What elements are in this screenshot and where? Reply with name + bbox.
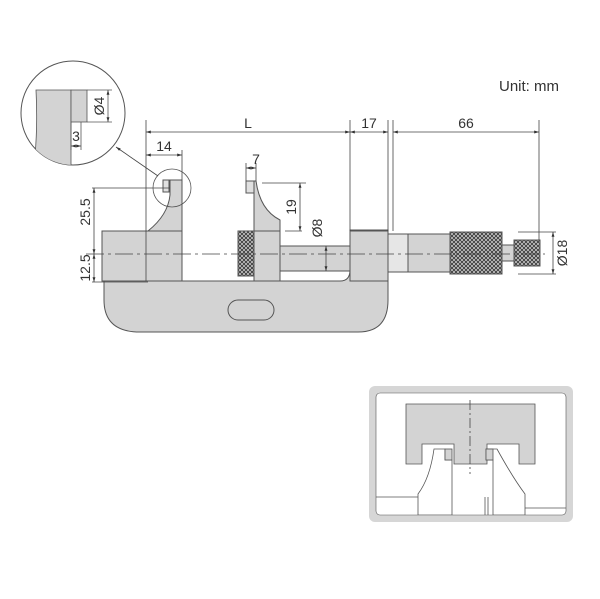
unit-label: Unit: mm — [499, 78, 559, 95]
dim-spindle-jaw-height: 19 — [283, 199, 299, 215]
dimension-lines — [92, 120, 556, 283]
dim-spindle-tip-width: 7 — [252, 151, 260, 167]
dim-center-height: 12.5 — [77, 254, 93, 281]
detail-circle: Ø4 3 — [20, 60, 126, 166]
dim-thimble-diameter: Ø18 — [554, 240, 570, 267]
micrometer-head — [349, 230, 541, 282]
dim-jaw-height: 25.5 — [77, 198, 93, 225]
dim-length: L — [244, 115, 252, 131]
dim-thimble-length: 66 — [458, 115, 474, 131]
dim-anvil-width: 14 — [156, 138, 172, 154]
inset-detail — [369, 386, 573, 522]
dim-frame-gap: 17 — [361, 115, 377, 131]
anvil — [101, 179, 183, 282]
frame-slot — [227, 299, 275, 321]
dim-detail-tip-length: 3 — [72, 128, 80, 144]
dim-detail-tip-diameter: Ø4 — [91, 96, 107, 115]
detail-marker-circle — [152, 168, 192, 208]
detail-leader — [115, 146, 159, 177]
dim-spindle-diameter: Ø8 — [309, 218, 325, 237]
